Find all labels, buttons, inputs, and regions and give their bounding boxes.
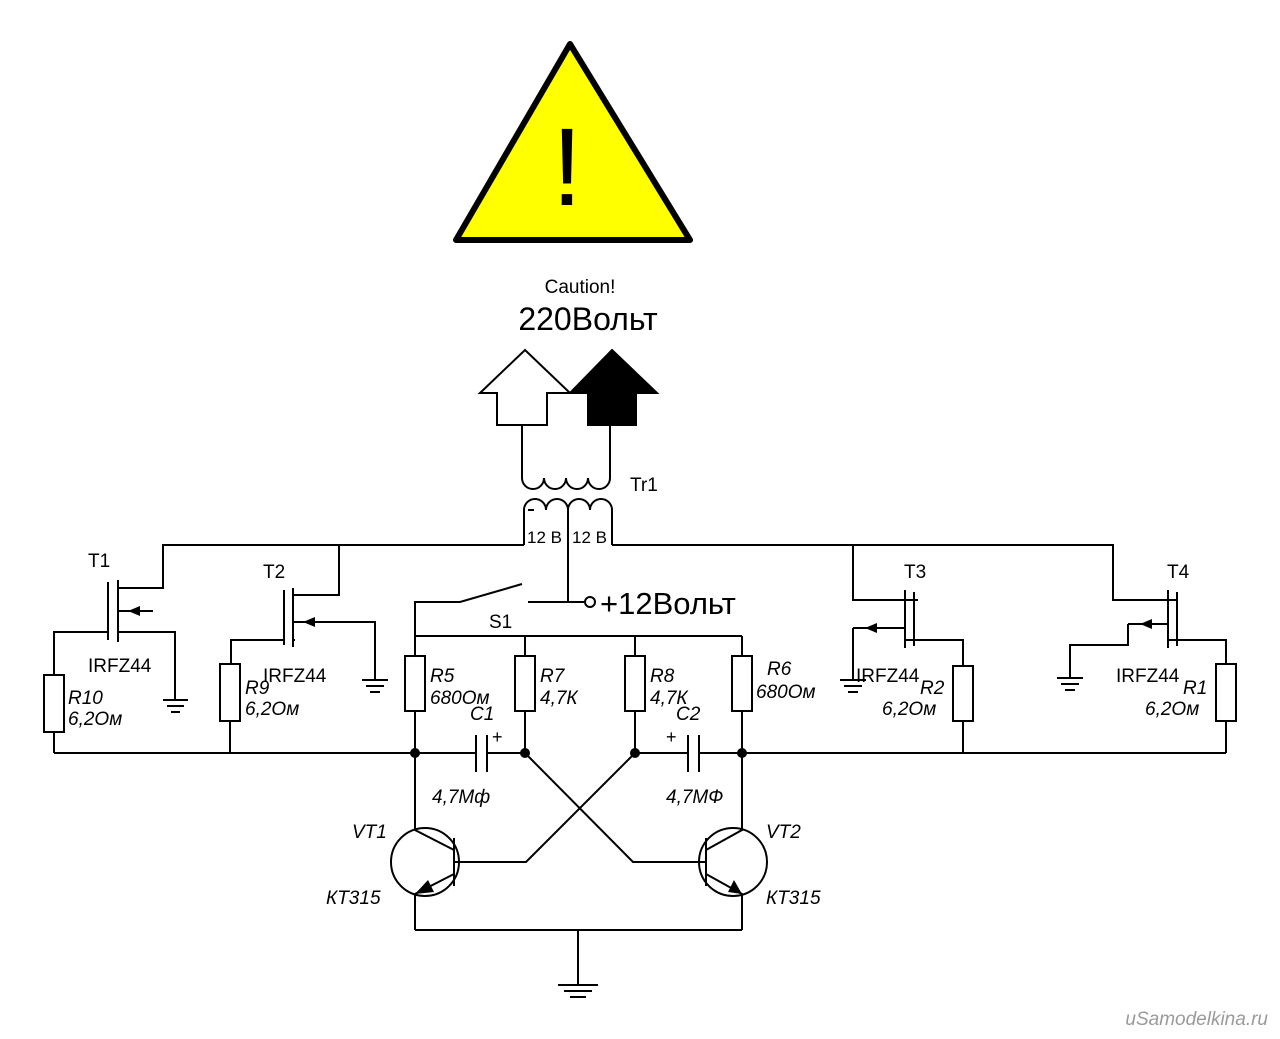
resistor-r1 (1215, 663, 1237, 722)
vt1-model: КТ315 (326, 888, 381, 909)
c2-polarity: + (666, 727, 677, 747)
switch-name: S1 (489, 612, 512, 633)
mosfet-t2-name: T2 (263, 562, 285, 583)
voltage-220-label: 220Вольт (518, 301, 658, 337)
mosfet-t4-model: IRFZ44 (1116, 666, 1180, 687)
mosfet-t3 (840, 590, 964, 693)
r8-value: 4,7К (650, 688, 689, 709)
r2-name: R2 (920, 678, 945, 699)
mosfet-t1-name: T1 (88, 551, 110, 572)
r5-value: 680Ом (430, 688, 490, 709)
mosfet-t1-model: IRFZ44 (88, 656, 152, 677)
transformer-name: Tr1 (630, 475, 658, 496)
ground-icon (558, 984, 598, 998)
switch-s1 (414, 583, 584, 650)
caution-text: Caution! (545, 277, 616, 298)
right-winding-label: 12 В (572, 528, 607, 547)
c1-name: C1 (470, 704, 494, 725)
vt2-model: КТ315 (766, 888, 821, 909)
mosfet-t4 (1057, 590, 1227, 691)
transformer-tr1 (521, 425, 613, 602)
mosfet-t1 (53, 580, 188, 713)
r6-value: 680Ом (756, 682, 816, 703)
c2-value: 4,7МФ (666, 787, 723, 808)
warning-sign: ! (453, 41, 693, 243)
r7-value: 4,7К (540, 688, 579, 709)
r6-name: R6 (767, 659, 792, 680)
r7-name: R7 (540, 666, 566, 687)
r1-name: R1 (1183, 678, 1207, 699)
exclamation-mark: ! (552, 106, 583, 229)
supply-terminal (584, 596, 596, 608)
mosfet-t3-name: T3 (904, 562, 926, 583)
warning-triangle-icon (453, 41, 693, 243)
left-winding-label: 12 В (527, 528, 562, 547)
r10-name: R10 (68, 688, 103, 709)
c1-polarity: + (492, 727, 503, 747)
mosfet-t2 (230, 588, 388, 693)
transistor-vt1 (390, 753, 460, 930)
vt1-name: VT1 (352, 822, 387, 843)
capacitor-c2 (635, 735, 700, 772)
resistor-top-rail (414, 635, 743, 656)
mosfet-t3-model: IRFZ44 (856, 666, 920, 687)
drain-bus-left (120, 544, 524, 596)
supply-label: +12Вольт (600, 586, 736, 621)
mosfet-t4-name: T4 (1167, 562, 1190, 583)
mosfet-t2-model: IRFZ44 (263, 666, 327, 687)
emitter-bus (415, 929, 742, 985)
resistor-r6 (731, 655, 753, 712)
r10-value: 6,2Ом (68, 709, 122, 730)
drain-bus-right (612, 544, 1177, 601)
cross-coupling (460, 752, 706, 863)
transistor-vt2 (698, 753, 768, 930)
r1-value: 6,2Ом (1145, 699, 1199, 720)
resistor-r2 (952, 665, 974, 722)
vt2-name: VT2 (766, 822, 801, 843)
output-arrow-white-icon (477, 348, 573, 426)
resistor-r5 (404, 655, 426, 712)
resistor-r8 (624, 655, 646, 712)
resistor-r7 (514, 655, 536, 712)
r5-name: R5 (430, 666, 455, 687)
resistor-r9 (219, 663, 241, 722)
r2-value: 6,2Ом (882, 699, 936, 720)
capacitor-c1 (466, 735, 525, 772)
c1-value: 4,7Мф (432, 787, 490, 808)
c2-name: C2 (676, 704, 701, 725)
output-arrow-black-icon (567, 348, 660, 426)
r9-name: R9 (245, 678, 270, 699)
r8-name: R8 (650, 666, 675, 687)
r9-value: 6,2Ом (245, 699, 299, 720)
watermark: uSamodelkina.ru (1125, 1009, 1268, 1030)
resistor-r10 (43, 674, 65, 733)
